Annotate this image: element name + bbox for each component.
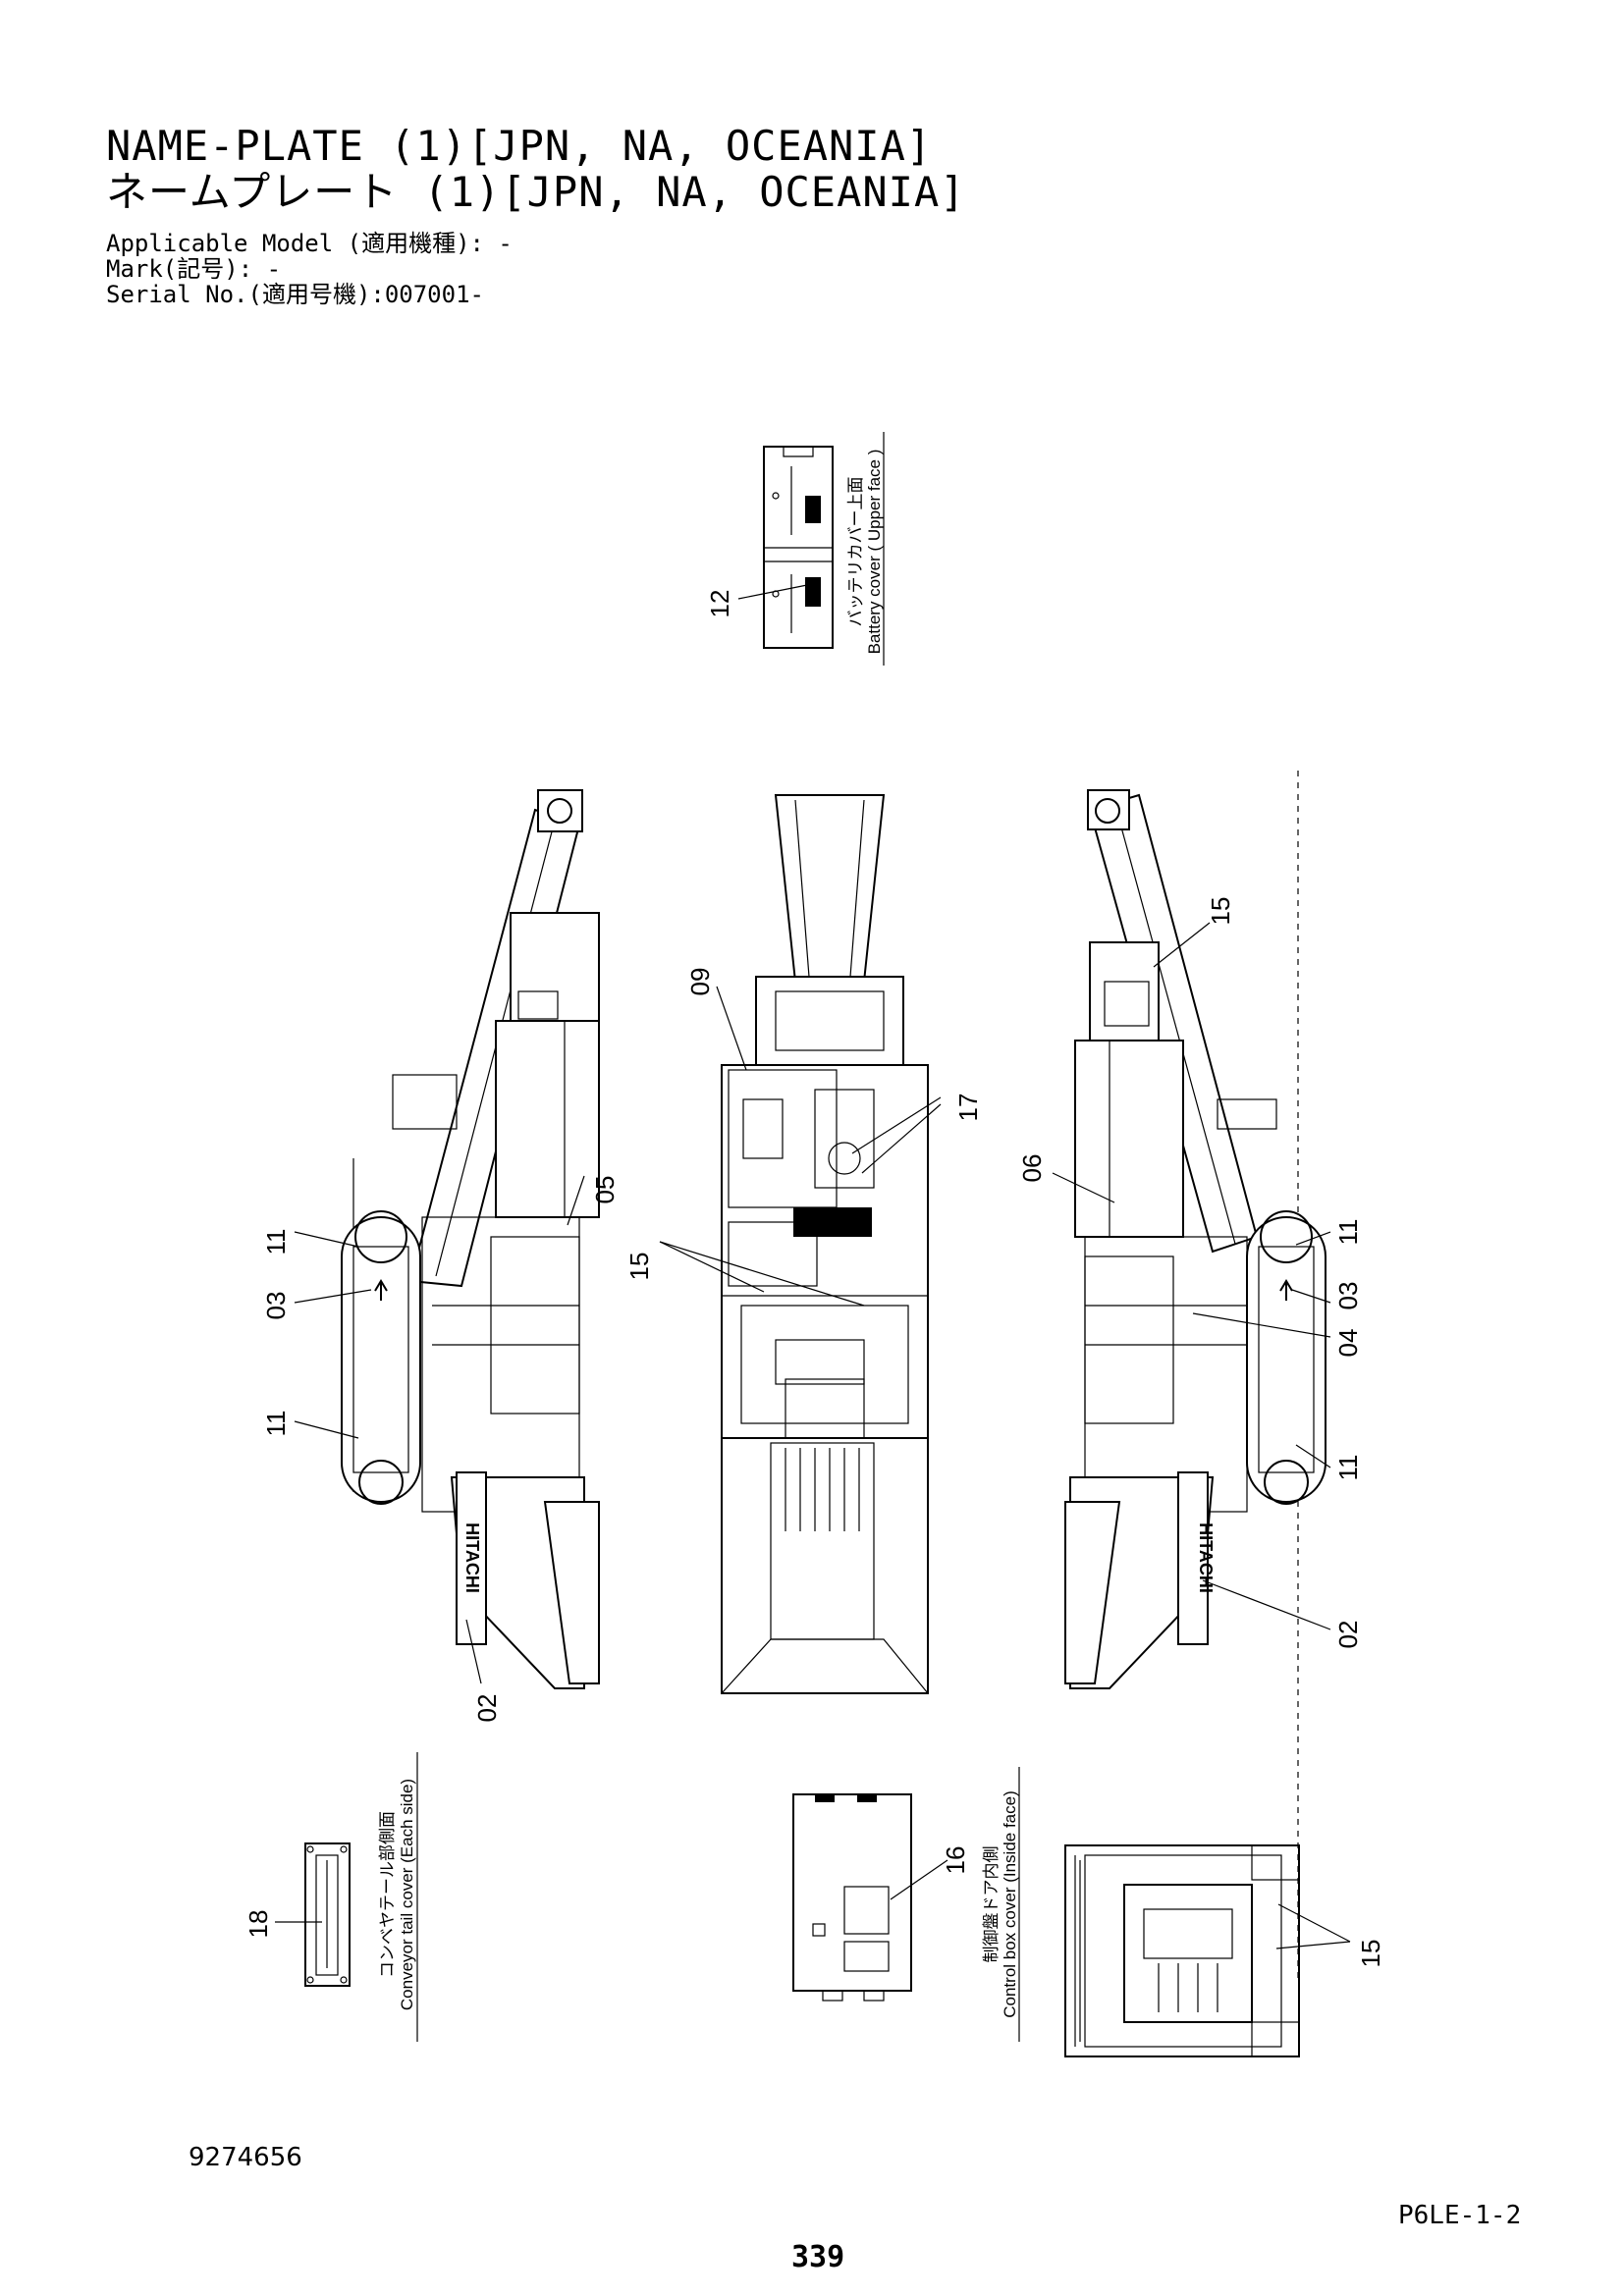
callout-02-left: 02 xyxy=(472,1694,502,1723)
right-side-view xyxy=(1064,771,1326,1983)
callout-05: 05 xyxy=(590,1176,620,1204)
title-japanese: ネームプレート (1)[JPN, NA, OCEANIA] xyxy=(106,168,966,216)
document-number: 9274656 xyxy=(189,2143,302,2172)
serial-number: Serial No.(適用号機):007001- xyxy=(106,281,484,308)
applicable-model: Applicable Model (適用機種): - xyxy=(106,230,513,257)
battery-cover-view xyxy=(737,432,885,666)
battery-cover-label-jp: バッテリカバー上面 xyxy=(846,477,865,627)
callout-15-right-view: 15 xyxy=(1206,897,1235,926)
page-number: 339 xyxy=(791,2240,845,2274)
callout-18: 18 xyxy=(244,1910,273,1939)
callout-09: 09 xyxy=(685,968,715,996)
control-box-cover-view xyxy=(792,1767,1020,2042)
mark-label: Mark(記号): - xyxy=(106,255,282,283)
battery-cover-label-en: Battery cover ( Upper face ) xyxy=(865,450,884,655)
left-side-view xyxy=(341,789,600,1689)
callout-03-left: 03 xyxy=(261,1292,291,1320)
rear-view xyxy=(1064,1844,1300,2057)
hitachi-logo-left: HITACHI xyxy=(462,1522,482,1593)
control-box-cover-label-jp: 制御盤ドア内側 xyxy=(982,1846,1001,1963)
callout-04: 04 xyxy=(1333,1329,1363,1358)
callout-03-right: 03 xyxy=(1333,1282,1363,1310)
callout-06: 06 xyxy=(1017,1154,1047,1183)
callout-12: 12 xyxy=(705,590,734,618)
conveyor-tail-cover-label-jp: コンベヤテール部側面 xyxy=(378,1811,397,1978)
conveyor-tail-cover-view xyxy=(275,1752,418,2042)
control-box-cover-label-en: Control box cover (Inside face) xyxy=(1001,1790,1019,2018)
callout-11-right-top: 11 xyxy=(1333,1219,1363,1246)
callout-11-left-bottom: 11 xyxy=(261,1411,291,1437)
top-view xyxy=(721,794,929,1694)
callout-11-left-top: 11 xyxy=(261,1229,291,1255)
callout-15-top-view: 15 xyxy=(624,1253,654,1281)
callout-16: 16 xyxy=(941,1846,970,1875)
callout-17: 17 xyxy=(953,1094,983,1122)
title-english: NAME-PLATE (1)[JPN, NA, OCEANIA] xyxy=(106,122,933,170)
conveyor-tail-cover-label-en: Conveyor tail cover (Each side) xyxy=(398,1779,416,2010)
page-code: P6LE-1-2 xyxy=(1398,2201,1522,2230)
callout-11-right-bottom: 11 xyxy=(1333,1455,1363,1481)
hitachi-logo-right: HITACHI xyxy=(1196,1522,1216,1593)
callout-15-rear-view: 15 xyxy=(1356,1940,1385,1968)
callout-02-right: 02 xyxy=(1333,1621,1363,1649)
